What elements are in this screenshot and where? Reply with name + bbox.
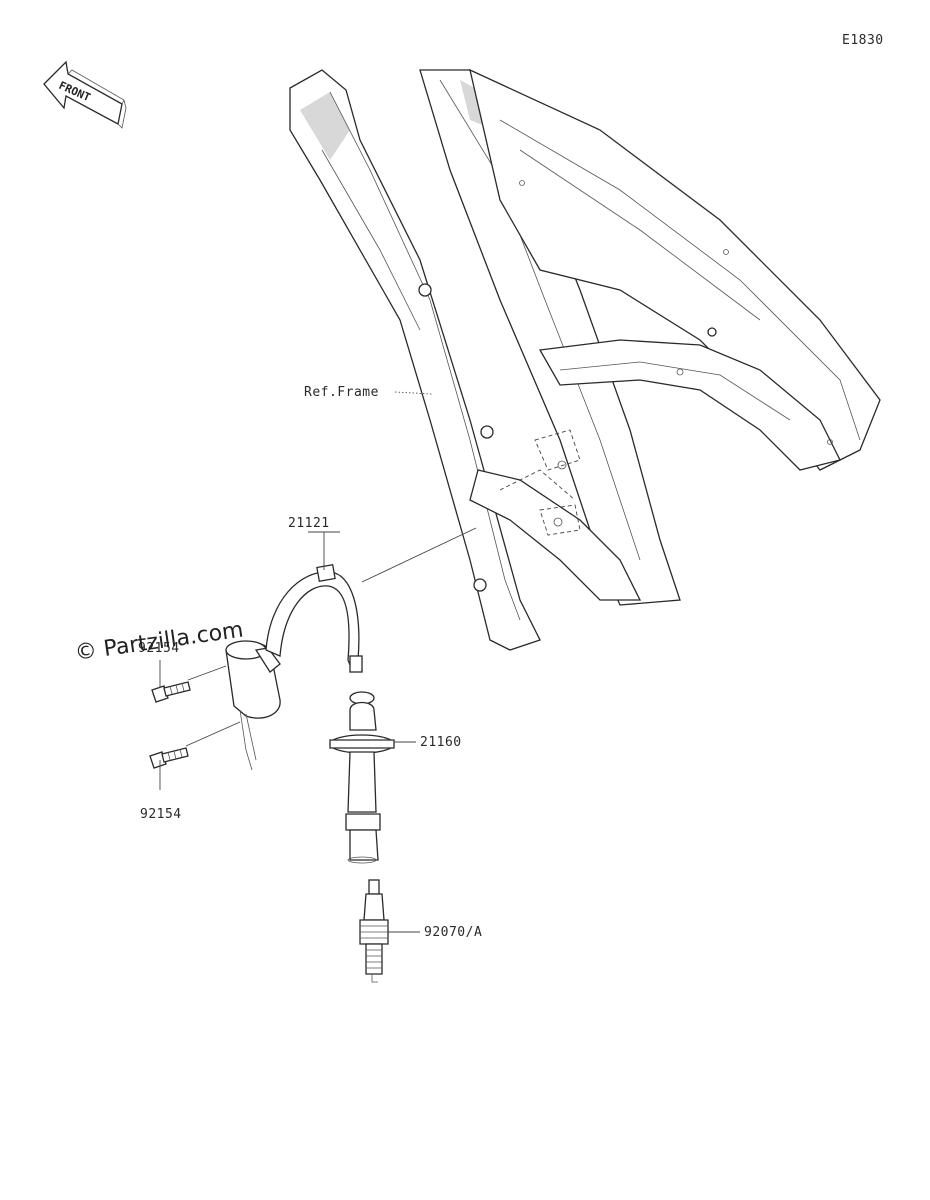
watermark: © Partzilla.com xyxy=(73,618,245,666)
part-number-21121: 21121 xyxy=(288,516,330,531)
part-number-92154-lower: 92154 xyxy=(140,807,182,822)
part-number-21160: 21160 xyxy=(420,735,462,750)
front-arrow-icon: FRONT xyxy=(43,60,127,129)
frame-drawing xyxy=(289,68,881,651)
plug-cap xyxy=(329,691,395,864)
bolt-lower-icon xyxy=(149,747,189,769)
diagram-code: E1830 xyxy=(842,33,884,48)
bolt-upper-icon xyxy=(151,681,191,703)
part-number-92070a: 92070/A xyxy=(424,925,482,940)
ref-frame-label: Ref.Frame xyxy=(304,385,379,400)
ignition-coil xyxy=(225,563,363,771)
part-number-92154-upper: 92154 xyxy=(138,641,180,656)
spark-plug xyxy=(359,879,389,983)
